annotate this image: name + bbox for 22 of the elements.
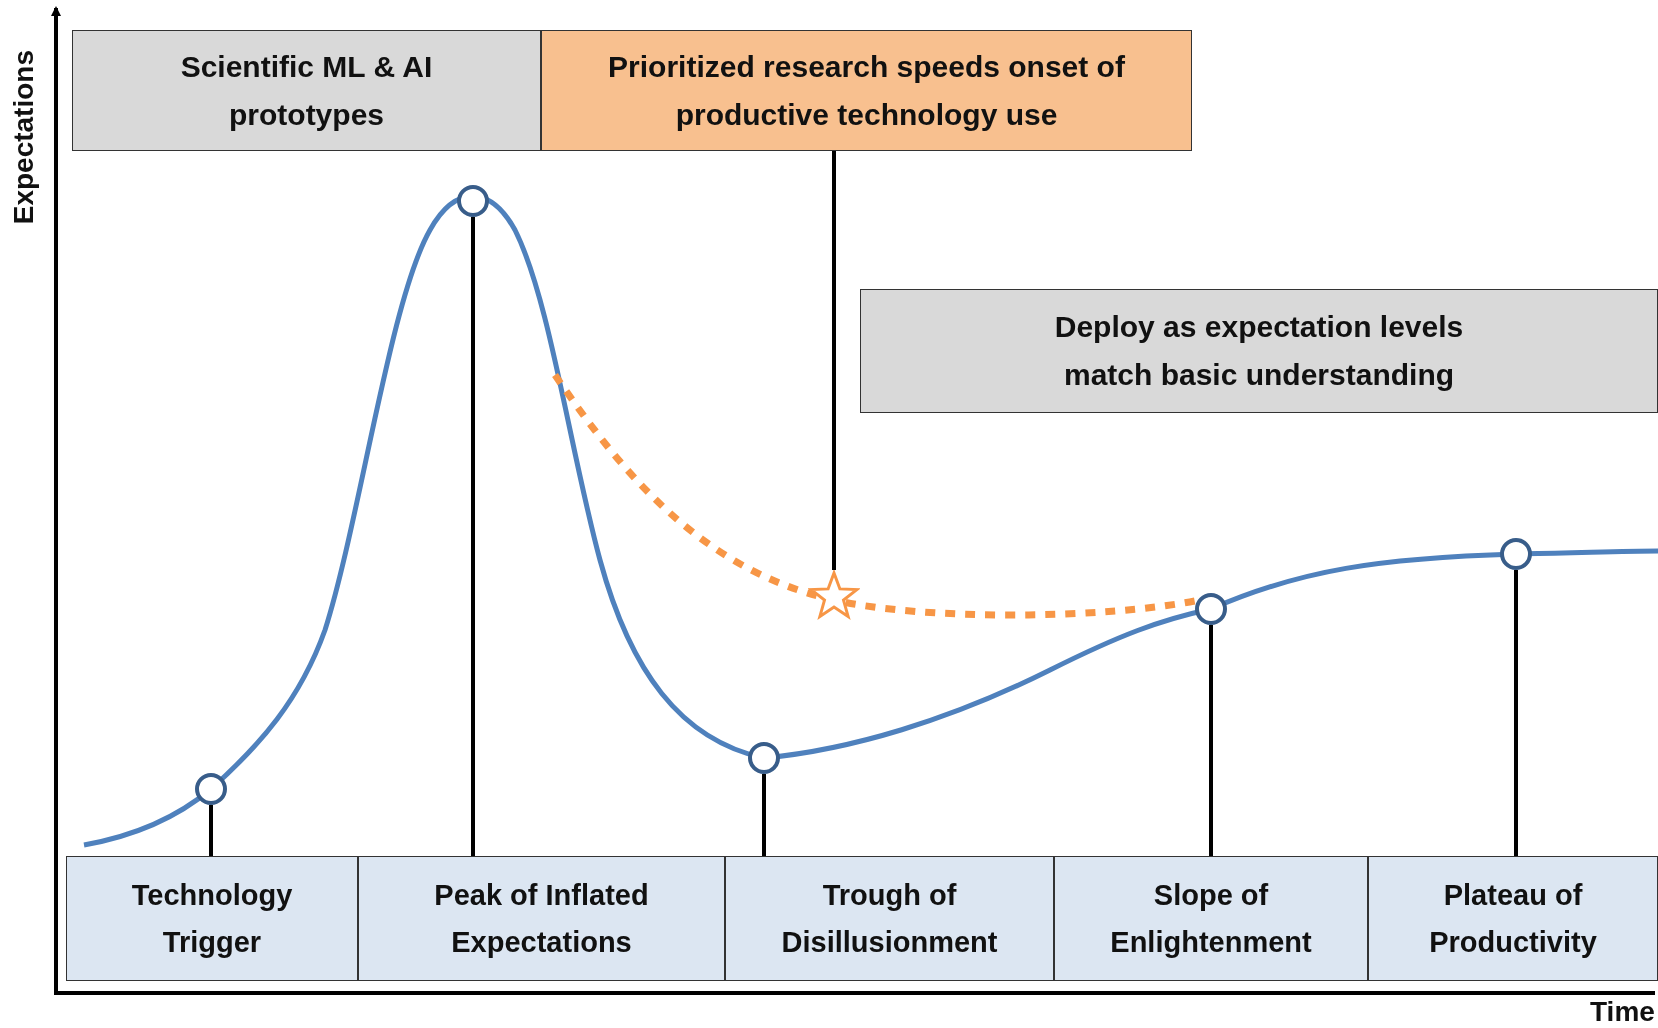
milestone-circle bbox=[1195, 593, 1227, 625]
axis-label: Time bbox=[1590, 996, 1655, 1028]
phase-box: Peak of Inflated Expectations bbox=[358, 856, 725, 981]
milestone-circle bbox=[748, 742, 780, 774]
milestone-circle bbox=[1500, 538, 1532, 570]
note-box: Deploy as expectation levels match basic understanding bbox=[860, 289, 1658, 413]
leader-line bbox=[209, 805, 213, 856]
phase-box: Trough of Disillusionment bbox=[725, 856, 1054, 981]
leader-line bbox=[471, 217, 475, 856]
highlight-box: Prioritized research speeds onset of productive technology use bbox=[541, 30, 1192, 151]
note-box: Scientific ML & AI prototypes bbox=[72, 30, 541, 151]
leader-line bbox=[1209, 625, 1213, 856]
leader-line bbox=[832, 151, 836, 570]
milestone-circle bbox=[457, 185, 489, 217]
axis-label: Expectations bbox=[8, 50, 40, 225]
phase-box: Technology Trigger bbox=[66, 856, 358, 981]
phase-box: Slope of Enlightenment bbox=[1054, 856, 1368, 981]
leader-line bbox=[762, 774, 766, 856]
milestone-circle bbox=[195, 773, 227, 805]
phase-box: Plateau of Productivity bbox=[1368, 856, 1658, 981]
star-marker bbox=[808, 570, 860, 622]
leader-line bbox=[1514, 570, 1518, 856]
